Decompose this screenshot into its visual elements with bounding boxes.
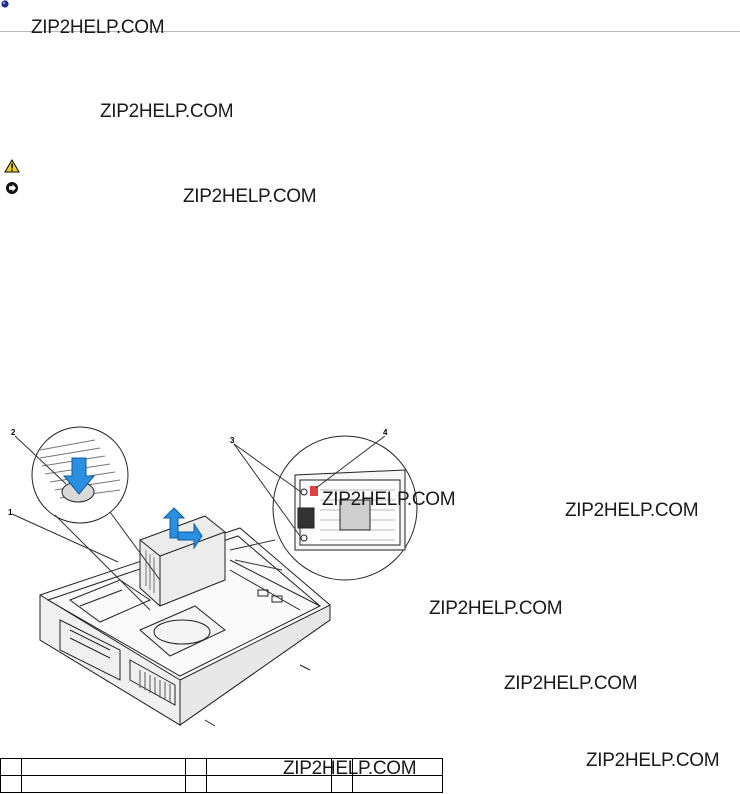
table-cell <box>21 775 186 793</box>
watermark-text: ZIP2HELP.COM <box>322 489 456 510</box>
header-divider <box>0 31 740 32</box>
watermark-text: ZIP2HELP.COM <box>283 758 417 779</box>
table-row <box>0 775 443 793</box>
watermark-text: ZIP2HELP.COM <box>586 750 720 771</box>
callout-number: 2 <box>11 428 16 437</box>
table-cell <box>352 775 443 793</box>
power-supply-removal-figure <box>11 426 418 727</box>
callout-number: 1 <box>8 508 13 517</box>
watermark-text: ZIP2HELP.COM <box>100 101 234 122</box>
table-cell <box>21 758 186 776</box>
table-cell <box>185 758 207 776</box>
watermark-text: ZIP2HELP.COM <box>565 500 699 521</box>
watermark-text: ZIP2HELP.COM <box>504 673 638 694</box>
callout-number: 3 <box>230 436 235 445</box>
watermark-text: ZIP2HELP.COM <box>31 17 165 38</box>
notice-circle-icon <box>6 182 18 194</box>
watermark-text: ZIP2HELP.COM <box>183 186 317 207</box>
bullet-dot-icon <box>1 0 9 8</box>
table-cell <box>0 758 22 776</box>
table-cell <box>185 775 207 793</box>
table-cell <box>0 775 22 793</box>
warning-triangle-icon <box>4 159 20 173</box>
watermark-text: ZIP2HELP.COM <box>429 598 563 619</box>
callout-number: 4 <box>383 428 388 437</box>
table-row <box>0 758 443 776</box>
legend-table <box>0 758 443 793</box>
